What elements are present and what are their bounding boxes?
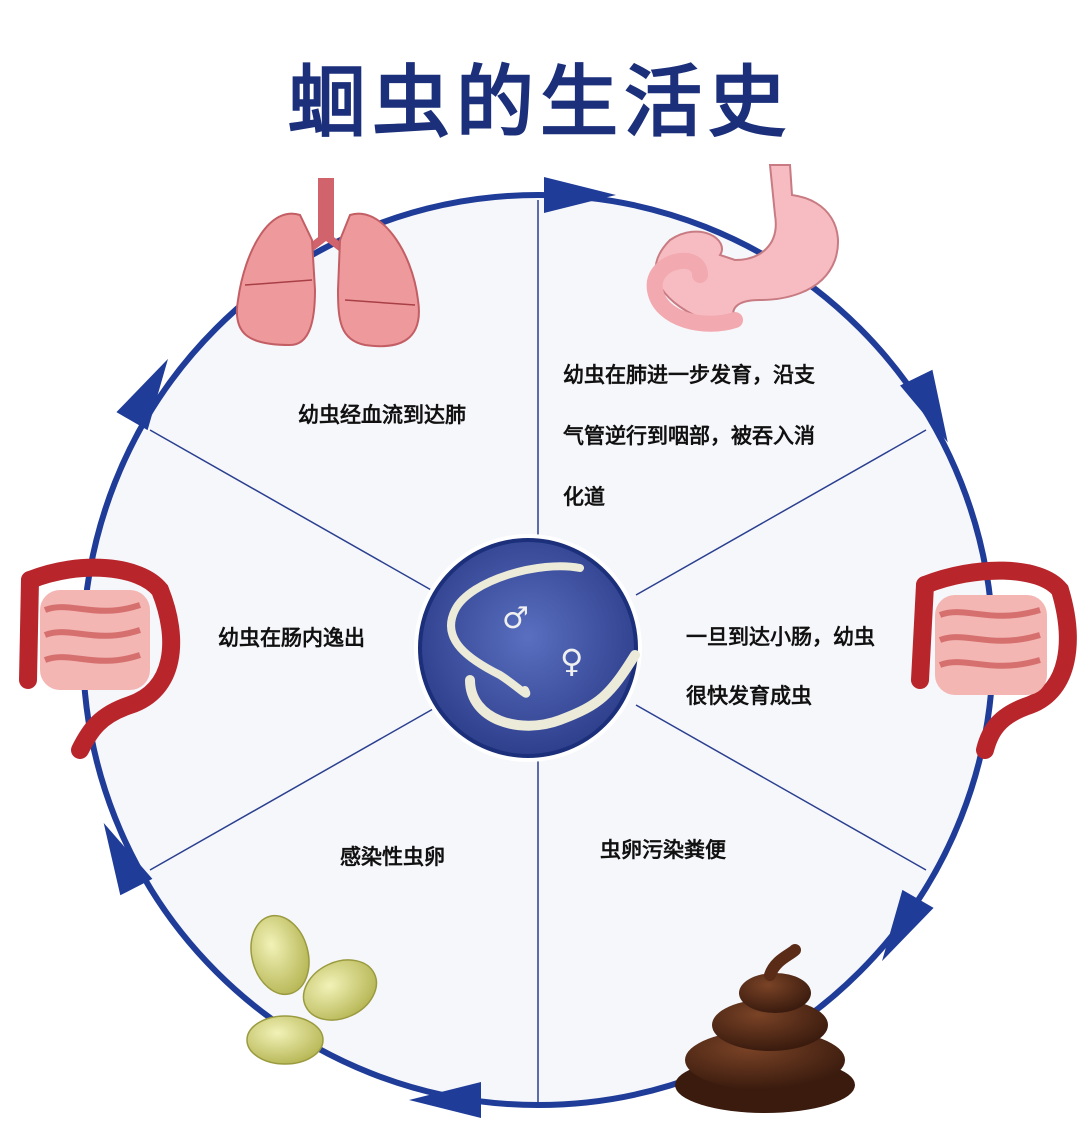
label-feces: 虫卵污染粪便 [600, 837, 726, 862]
adult-worms-disc [414, 534, 642, 762]
large-intestine-icon [19, 558, 181, 759]
label-large-intestine: 幼虫在肠内逸出 [218, 625, 365, 650]
arrow-icon [409, 1082, 481, 1118]
female-symbol: ♀ [560, 642, 583, 680]
label-stomach-line3: 化道 [563, 484, 605, 509]
male-symbol: ♂ [502, 601, 529, 636]
male-worm-icon [447, 562, 584, 698]
arrow-icon [882, 889, 934, 962]
label-small-intestine-line2: 很快发育成虫 [686, 683, 812, 708]
feces-icon [675, 944, 855, 1113]
female-worm-icon [465, 650, 640, 731]
label-stomach-line1: 幼虫在肺进一步发育，沿支 [563, 362, 815, 387]
stomach-icon [646, 164, 839, 332]
small-intestine-icon [911, 561, 1077, 759]
page-title: 蛔虫的生活史 [287, 57, 792, 148]
label-eggs: 感染性虫卵 [340, 844, 445, 869]
cycle-arrows [103, 177, 948, 1118]
arrow-icon [103, 822, 153, 896]
label-stomach-line2: 气管逆行到咽部，被吞入消 [563, 423, 815, 448]
label-small-intestine-line1: 一旦到达小肠，幼虫 [686, 624, 875, 649]
eggs-icon [246, 914, 378, 1065]
lungs-icon [235, 178, 420, 348]
arrow-icon [544, 177, 616, 213]
arrow-icon [900, 369, 948, 443]
divider-lines [149, 200, 927, 1108]
label-lungs: 幼虫经血流到达肺 [298, 402, 466, 427]
arrow-icon [116, 358, 168, 431]
